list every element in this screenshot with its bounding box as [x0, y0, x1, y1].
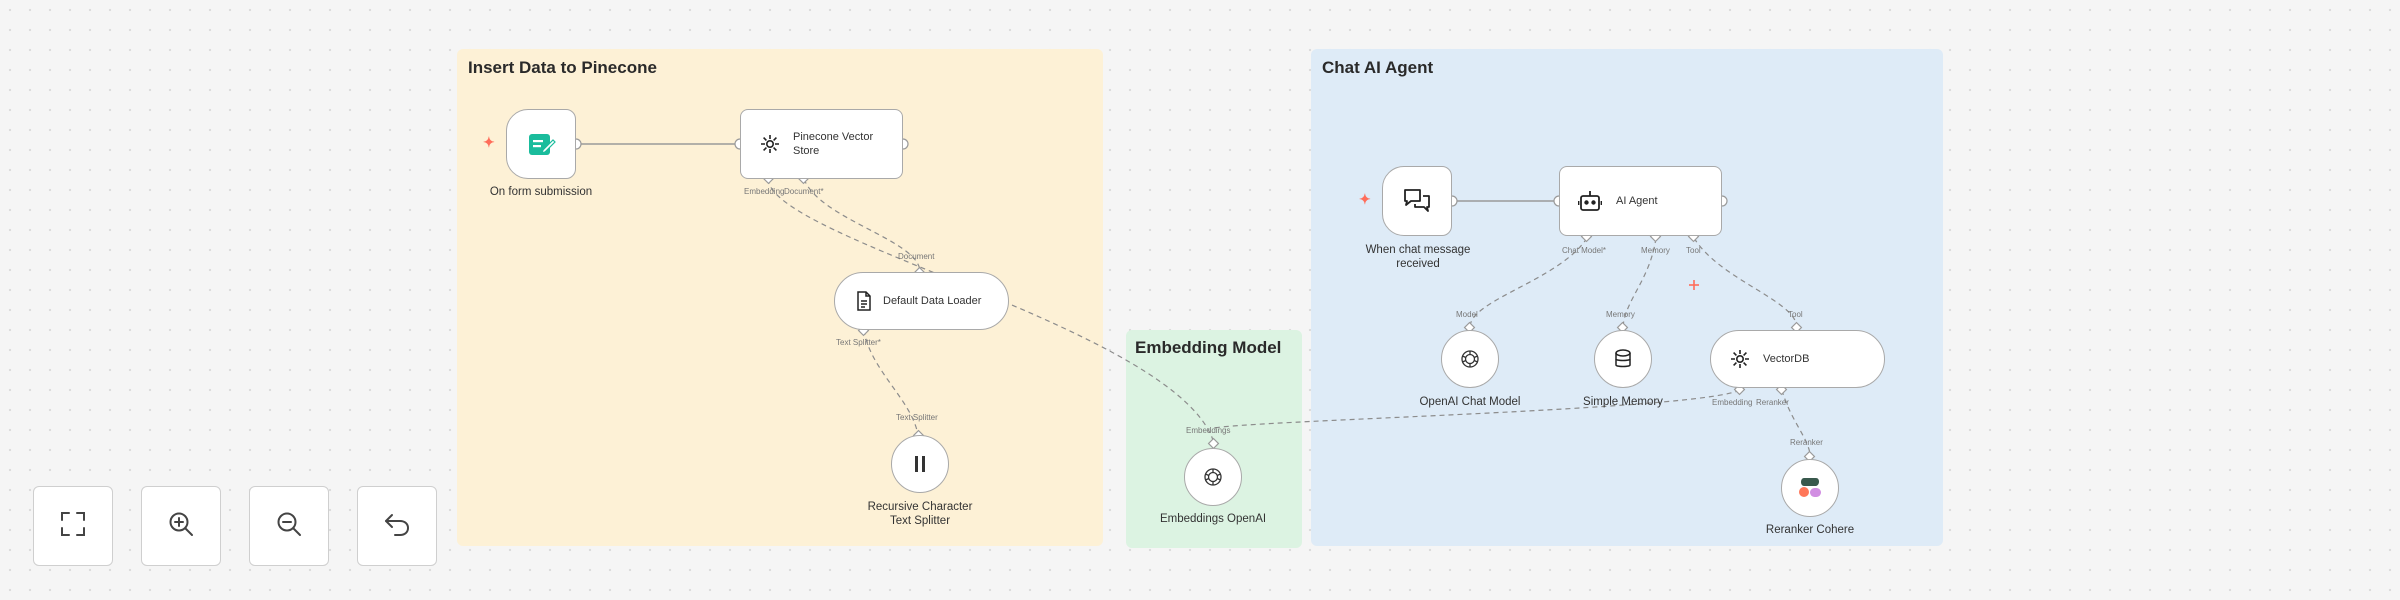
node-caption-openai-chat: OpenAI Chat Model [1419, 396, 1521, 408]
port-label-vectordb-embedding: Embedding [1712, 398, 1753, 407]
robot-icon [1578, 190, 1602, 212]
fit-view-button[interactable] [33, 486, 113, 566]
zoom-out-icon [275, 510, 303, 543]
node-caption-chat-trigger: When chat message received [1340, 243, 1496, 271]
database-icon [1614, 349, 1632, 369]
node-chat-trigger[interactable] [1382, 166, 1452, 236]
cohere-icon [1798, 477, 1822, 499]
pinecone-label-line2: Store [793, 145, 820, 157]
document-icon [855, 291, 873, 311]
chat-caption-line1: When chat message [1365, 244, 1471, 256]
text-splitter-icon [912, 455, 928, 473]
trigger-lightning-icon: ✦ [1359, 191, 1371, 207]
port-reranker-in [1803, 450, 1816, 463]
port-label-embeddings: Embeddings [1186, 426, 1231, 435]
edge-tool-link [1693, 237, 1798, 328]
zoom-in-button[interactable] [141, 486, 221, 566]
node-pinecone-vector-store[interactable]: Pinecone Vector Store [740, 109, 903, 179]
port-label-memory-memory: Memory [1606, 310, 1635, 319]
port-label-agent-tool: Tool [1686, 246, 1701, 255]
splitter-caption-line1: Recursive Character [867, 501, 973, 513]
zoom-out-button[interactable] [249, 486, 329, 566]
port-openai-in [1463, 321, 1476, 334]
edge-chatmodel-link [1469, 237, 1588, 328]
port-label-agent-memory: Memory [1641, 246, 1670, 255]
edge-textsplitter-link [863, 329, 919, 436]
port-label-agent-chat-model: Chat Model* [1562, 246, 1607, 255]
agent-label: AI Agent [1616, 195, 1658, 207]
node-form-submission[interactable] [506, 109, 576, 179]
port-label-pinecone-embedding: Embedding [744, 187, 785, 196]
port-label-reranker-in: Reranker [1790, 438, 1823, 447]
group-title-chat: Chat AI Agent [1322, 58, 1434, 77]
port-label-pinecone-document: Document* [784, 187, 824, 196]
trigger-lightning-icon: ✦ [483, 134, 495, 150]
zoom-in-icon [167, 510, 195, 543]
edge-document-link [803, 178, 921, 273]
node-caption-embeddings: Embeddings OpenAI [1159, 513, 1267, 525]
form-icon [526, 129, 556, 159]
openai-icon [1459, 348, 1481, 370]
node-simple-memory[interactable] [1594, 330, 1652, 388]
loader-label: Default Data Loader [883, 295, 982, 307]
pinecone-icon [759, 133, 781, 155]
port-label-splitter-text-splitter: Text Splitter [896, 413, 938, 422]
undo-icon [383, 511, 411, 542]
reset-zoom-button[interactable] [357, 486, 437, 566]
node-recursive-text-splitter[interactable] [891, 435, 949, 493]
group-chat-ai-agent[interactable] [1311, 49, 1943, 546]
chat-caption-line2: received [1396, 258, 1440, 270]
port-vectordb-in [1790, 321, 1803, 334]
fit-view-icon [60, 511, 86, 542]
port-label-vectordb-tool: Tool [1788, 310, 1803, 319]
node-embeddings-openai[interactable] [1184, 448, 1242, 506]
edge-vectordb-embedding-link [1213, 389, 1741, 429]
chat-bubbles-icon [1402, 187, 1432, 215]
port-label-vectordb-reranker: Reranker [1756, 398, 1789, 407]
openai-icon [1202, 466, 1224, 488]
pinecone-label-line1: Pinecone Vector [793, 131, 874, 143]
group-title-insert: Insert Data to Pinecone [468, 58, 657, 77]
node-openai-chat-model[interactable] [1441, 330, 1499, 388]
node-default-data-loader[interactable]: Default Data Loader [834, 272, 1009, 330]
edge-memory-link [1622, 237, 1657, 328]
port-label-loader-text-splitter: Text Splitter* [836, 338, 881, 347]
node-reranker-cohere[interactable] [1781, 459, 1839, 517]
node-caption-form: On form submission [489, 186, 593, 198]
node-caption-splitter: Recursive Character Text Splitter [840, 500, 1000, 528]
vectordb-label: VectorDB [1763, 353, 1810, 365]
port-embeddings-in [1207, 437, 1220, 450]
port-memory-in [1616, 321, 1629, 334]
node-caption-memory: Simple Memory [1583, 396, 1663, 408]
port-label-loader-document: Document [898, 252, 935, 261]
pinecone-icon [1729, 348, 1751, 370]
group-title-embedding: Embedding Model [1135, 338, 1282, 357]
node-ai-agent[interactable]: AI Agent [1559, 166, 1722, 236]
splitter-caption-line2: Text Splitter [889, 515, 951, 527]
node-caption-reranker: Reranker Cohere [1765, 524, 1855, 536]
port-label-openai-model: Model [1456, 310, 1478, 319]
node-vectordb[interactable]: VectorDB [1710, 330, 1885, 388]
